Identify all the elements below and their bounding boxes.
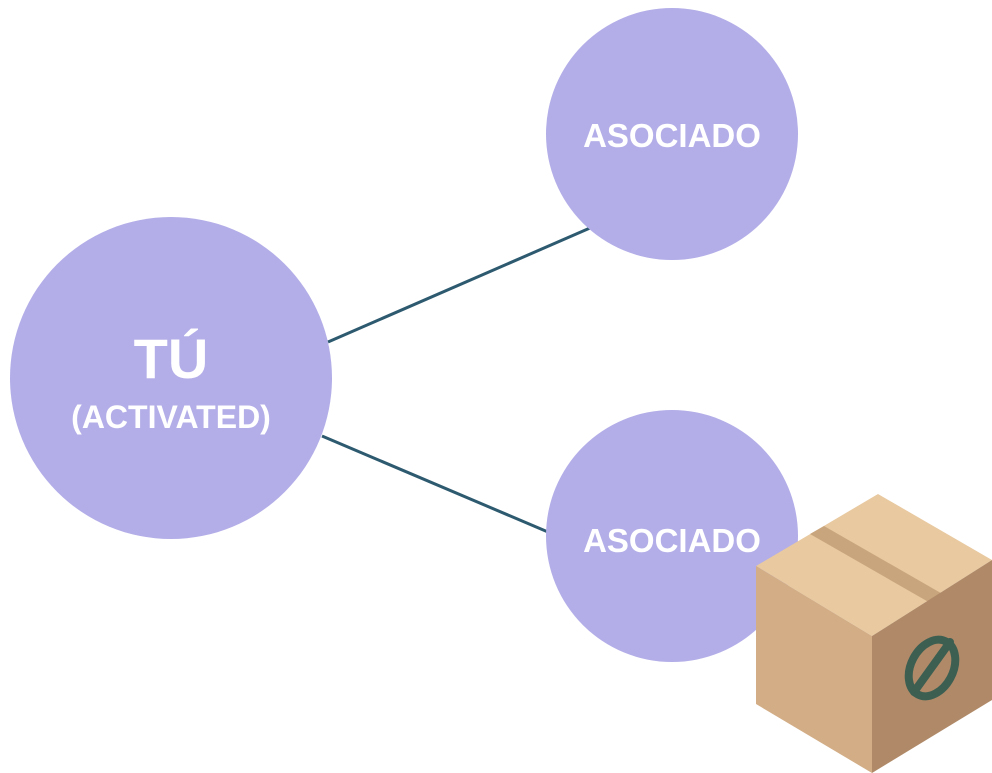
top-associate-node[interactable]: ASOCIADO	[546, 8, 798, 260]
top-node-label: ASOCIADO	[583, 117, 761, 154]
brand-logo-icon	[904, 635, 960, 701]
center-node[interactable]: TÚ (ACTIVATED)	[10, 217, 332, 539]
box-left-face	[756, 566, 872, 773]
bottom-node-circle	[546, 410, 798, 662]
center-node-title: TÚ	[134, 327, 209, 390]
box-tape	[810, 526, 946, 604]
cardboard-box-icon	[756, 494, 992, 773]
bottom-associate-node[interactable]: ASOCIADO	[546, 410, 798, 662]
top-node-circle	[546, 8, 798, 260]
connector-bottom	[321, 434, 549, 534]
bottom-node-label: ASOCIADO	[583, 522, 761, 559]
connector-top	[327, 226, 591, 344]
center-node-circle	[10, 217, 332, 539]
center-node-subtitle: (ACTIVATED)	[71, 399, 271, 435]
